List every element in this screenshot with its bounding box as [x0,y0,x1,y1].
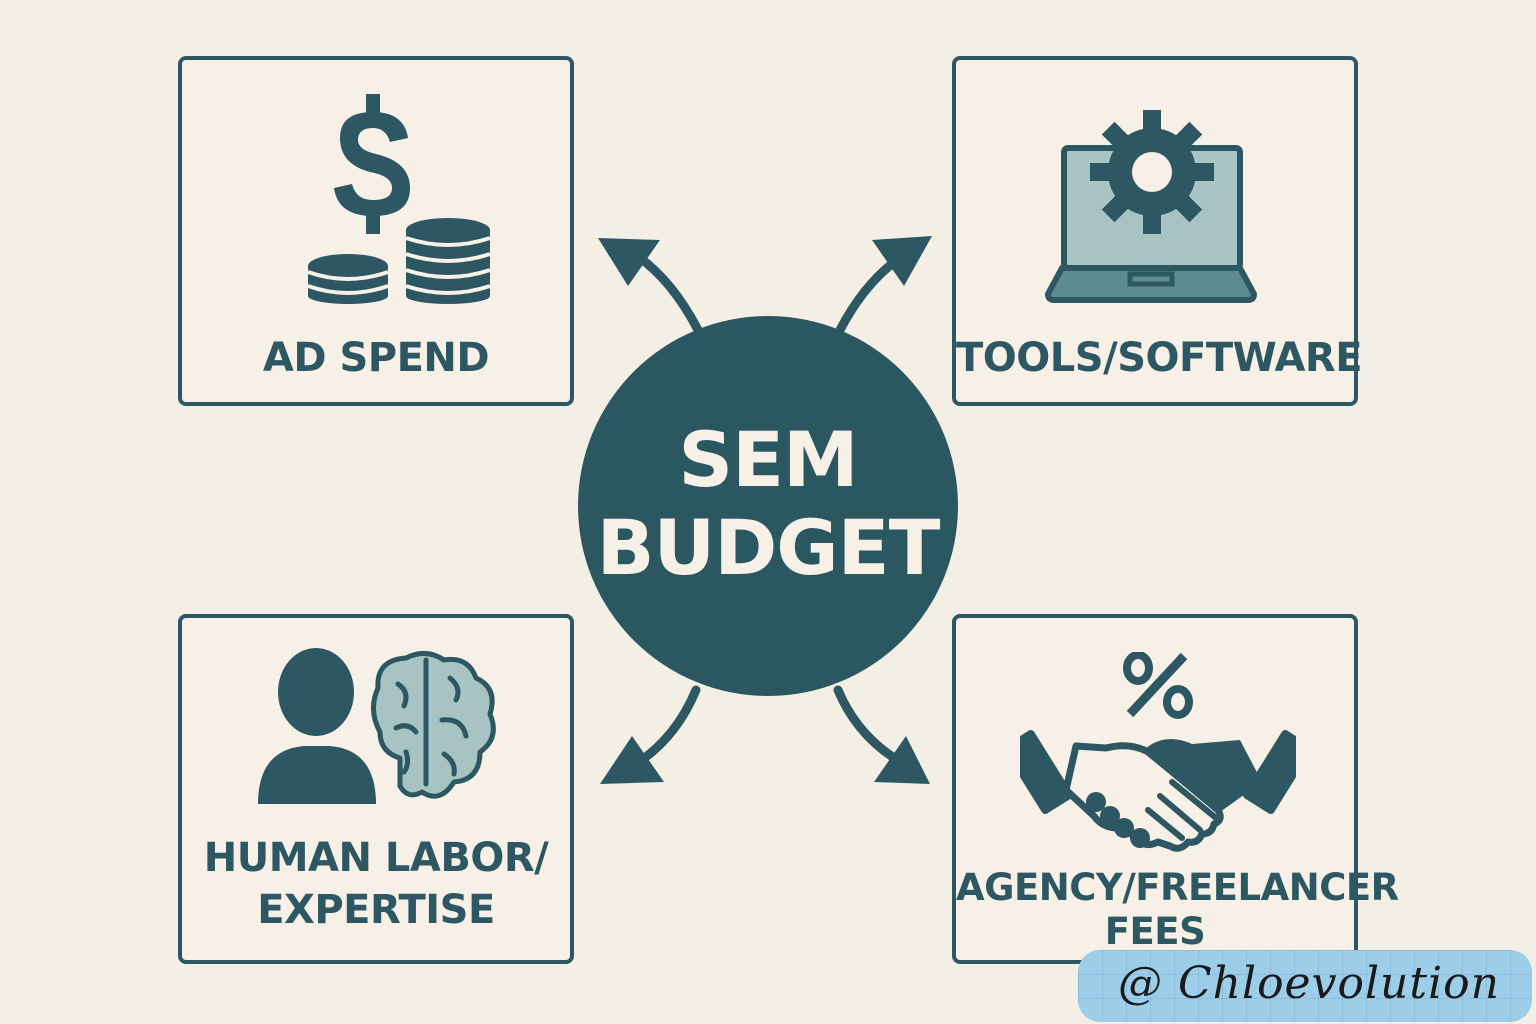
laptop-gear-icon [1045,110,1257,303]
arrow-to-human-labor [631,685,701,769]
sem-budget-hub: SEM BUDGET [578,316,958,696]
arrow-to-ad-spend [631,250,703,335]
agency-fees-label: AGENCY/FREELANCER FEES [956,866,1399,953]
arrowhead-ad-spend [598,238,660,286]
arrowhead-tools [872,236,932,286]
human-labor-card: HUMAN LABOR/ EXPERTISE [178,614,574,964]
hub-title-line2: BUDGET [596,503,941,592]
arrowhead-human-labor [600,736,664,784]
watermark-text: @ Chloevolution [1118,958,1500,1009]
ad-spend-label: AD SPEND [262,335,490,381]
hub-title: SEM BUDGET [578,416,958,592]
agency-fees-card: AGENCY/FREELANCER FEES [952,614,1399,964]
tools-software-card: TOOLS/SOFTWARE [952,56,1363,406]
percent-icon [1123,652,1193,719]
tools-software-label: TOOLS/SOFTWARE [956,335,1363,381]
arrowhead-agency [874,736,930,784]
handshake-percent-icon [1020,652,1296,852]
dollar-coins-icon [307,94,491,304]
arrow-to-agency [833,685,909,769]
ad-spend-card: AD SPEND [178,56,574,406]
hub-title-line1: SEM [678,415,858,504]
author-watermark: @ Chloevolution [1078,950,1532,1022]
person-brain-icon [258,648,496,804]
human-labor-label: HUMAN LABOR/ EXPERTISE [203,835,549,933]
